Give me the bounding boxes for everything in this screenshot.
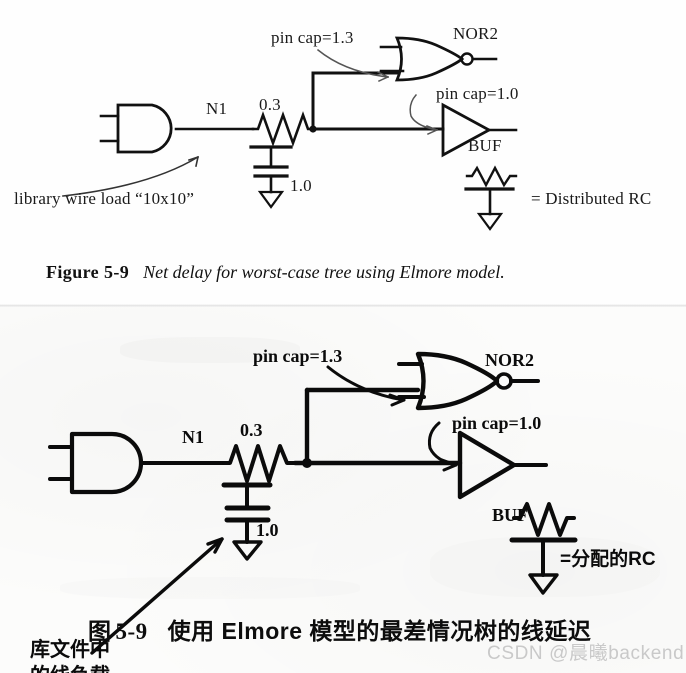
wire-load-note-line-1: 库文件中	[30, 639, 110, 661]
load-capacitor	[224, 483, 271, 561]
nor2-gate	[397, 351, 540, 411]
resistance-label: 0.3	[240, 420, 263, 440]
figure-caption-cn-prefix: 图	[88, 618, 112, 644]
legend-distributed-rc-label: =分配的RC	[560, 549, 656, 570]
branch-to-nor2	[311, 71, 399, 131]
wire-load-note: library wire load “10x10”	[14, 189, 195, 208]
figure-caption-en-prefix: Figure 5-9	[46, 262, 130, 282]
legend-distributed-rc-label: = Distributed RC	[531, 189, 652, 208]
wire-load-note-cn: 库文件中 的线负载 “10×10”	[30, 637, 110, 673]
pin-cap-nor-label: pin cap=1.3	[271, 28, 354, 47]
net-n1-label: N1	[182, 427, 204, 447]
pin-cap-buf-label: pin cap=1.0	[436, 84, 519, 103]
buf-gate-label: BUF	[492, 505, 528, 525]
load-capacitor	[253, 145, 289, 209]
legend-distributed-rc-symbol	[509, 502, 578, 595]
top-schematic-svg	[62, 36, 518, 231]
and-gate-driver	[99, 103, 255, 154]
pin-cap-buf-arrow	[409, 93, 438, 135]
capacitance-label: 1.0	[256, 520, 279, 540]
figure-caption-cn-text: 使用 Elmore 模型的最差情况树的线延迟	[167, 618, 592, 644]
buf-gate	[457, 430, 548, 500]
wire-load-arrow	[90, 537, 224, 655]
legend-distributed-rc-symbol	[464, 165, 518, 231]
nor2-gate-label: NOR2	[453, 24, 499, 43]
top-figure-panel: pin cap=1.3 NOR2 pin cap=1.0 BUF N1 0.3 …	[0, 0, 686, 305]
wire-resistor	[221, 444, 297, 488]
pin-cap-buf-arrow	[427, 421, 458, 472]
capacitance-label: 1.0	[290, 176, 312, 195]
nor2-gate-label: NOR2	[485, 350, 534, 370]
wire-resistor	[249, 111, 315, 149]
figure-caption-cn-number: 5-9	[115, 619, 148, 644]
pin-cap-buf-label: pin cap=1.0	[452, 413, 542, 433]
wire-load-arrow	[62, 155, 200, 197]
wire-load-note-line-2: 的线负载	[30, 663, 110, 673]
bottom-schematic-svg	[48, 351, 578, 655]
and-gate-driver	[48, 431, 226, 495]
bottom-figure-panel: pin cap=1.3 NOR2 pin cap=1.0 BUF N1 0.3 …	[0, 307, 686, 673]
branch-to-nor2	[304, 387, 421, 466]
nor2-gate	[379, 36, 498, 82]
pin-cap-nor-arrow	[326, 365, 406, 407]
buf-gate-label: BUF	[468, 136, 502, 155]
net-n1-wire	[292, 458, 463, 468]
pin-cap-nor-arrow	[316, 48, 390, 82]
resistance-label: 0.3	[259, 95, 281, 114]
figure-caption-en: Figure 5-9 Net delay for worst-case tree …	[46, 262, 505, 283]
csdn-watermark: CSDN @晨曦backend	[487, 643, 685, 664]
panel-divider	[0, 304, 686, 307]
buf-gate	[441, 102, 518, 158]
figure-caption-en-text: Net delay for worst-case tree using Elmo…	[143, 262, 505, 282]
net-n1-label: N1	[206, 99, 228, 118]
pin-cap-nor-label: pin cap=1.3	[253, 346, 343, 366]
